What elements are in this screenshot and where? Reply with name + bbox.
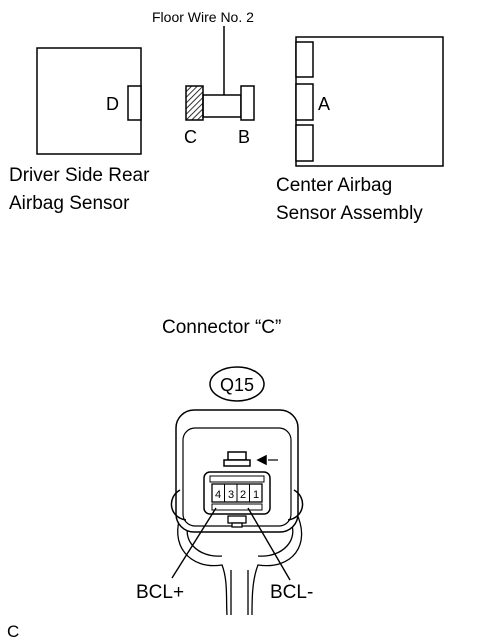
pin-2-label: 2 — [240, 489, 246, 501]
connector-latch — [227, 515, 247, 528]
connector-a-socket — [295, 83, 314, 121]
driver-side-rear-airbag-sensor-box — [36, 47, 142, 155]
driver-sensor-label-line2: Airbag Sensor — [9, 193, 130, 214]
pin-4-label: 4 — [215, 489, 221, 501]
connector-b-plug — [240, 85, 255, 121]
floor-wire-harness — [185, 26, 255, 121]
connector-c-label: C — [184, 127, 197, 147]
connector-c-title: Connector “C” — [162, 317, 281, 338]
center-sensor-label-line1: Center Airbag — [276, 175, 392, 196]
pin-cavity — [211, 483, 263, 503]
connector-b-label: B — [238, 127, 250, 147]
bcl-plus-leader — [171, 507, 217, 579]
connector-code-badge — [209, 366, 265, 402]
pin-3-label: 3 — [228, 489, 234, 501]
connector-c-plug — [185, 85, 204, 121]
connector-a-label: A — [318, 94, 330, 114]
connector-d-socket — [127, 85, 142, 121]
center-sensor-connector-top — [295, 41, 314, 78]
pin-1-label: 1 — [253, 489, 259, 501]
driver-sensor-label-line1: Driver Side Rear — [9, 165, 150, 186]
floor-wire-label: Floor Wire No. 2 — [152, 9, 254, 25]
connector-d-label: D — [106, 94, 119, 114]
bcl-minus-leader — [247, 507, 291, 581]
center-sensor-label-line2: Sensor Assembly — [276, 203, 423, 224]
bcl-plus-label: BCL+ — [136, 582, 184, 603]
connector-code-label: Q15 — [220, 375, 254, 395]
connector-housing — [170, 409, 304, 533]
bcl-minus-label: BCL- — [270, 582, 313, 603]
corner-code-label: C — [7, 622, 19, 641]
center-sensor-connector-bottom — [295, 124, 314, 162]
